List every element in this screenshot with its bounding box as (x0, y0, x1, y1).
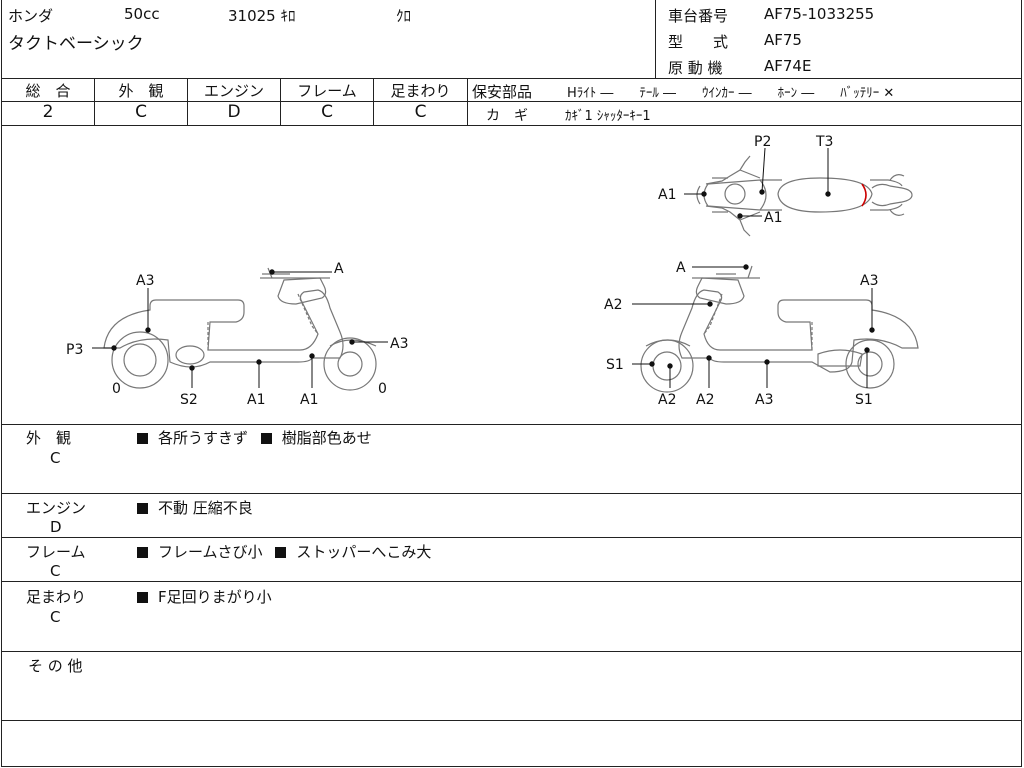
note: 各所うすきず (158, 429, 249, 447)
section-engine-notes: 不動 圧縮不良 (137, 497, 253, 518)
section-suspension-label: 足まわり (26, 588, 87, 606)
engine-value: AF74E (764, 57, 812, 75)
frame-no: AF75-1033255 (764, 5, 875, 23)
label-left-a: A (334, 261, 344, 277)
right-side-scooter (640, 265, 919, 393)
label-right-a2-top: A2 (604, 297, 622, 313)
key-value: ｶｷﾞ1 ｼｬｯﾀｰｷｰ1 (565, 109, 651, 124)
top-view-scooter (696, 155, 913, 237)
safety-label: 保安部品 (472, 83, 533, 101)
section-other-label: そ の 他 (28, 657, 83, 675)
grade-value-suspension: C (414, 102, 427, 122)
safety-items: Hﾗｲﾄ ― ﾃｰﾙ ― ｳｲﾝｶｰ ― ﾎｰﾝ ― ﾊﾞｯﾃﾘｰ ✕ (567, 86, 895, 101)
label-left-a3-right: A3 (390, 336, 408, 352)
damage-diagram: P2 T3 A1 A1 A3 A P3 A3 0 0 S2 A1 A1 A A3… (66, 134, 919, 408)
bullet-icon (137, 433, 148, 444)
key-label: カ ギ (486, 108, 528, 124)
label-left-a1-mid: A1 (247, 392, 265, 408)
note: フレームさび小 (158, 543, 263, 561)
color: ｸﾛ (396, 7, 412, 25)
section-exterior-label: 外 観 (26, 429, 72, 447)
section-suspension-grade: C (50, 608, 61, 626)
type-label: 型 式 (668, 33, 729, 51)
note: F足回りまがり小 (158, 588, 272, 606)
grade-label-suspension: 足まわり (390, 82, 451, 100)
section-frame-label: フレーム (26, 543, 86, 561)
label-top-p2: P2 (754, 134, 771, 150)
note: 不動 圧縮不良 (158, 499, 253, 517)
label-left-p3: P3 (66, 342, 83, 358)
label-left-a1-right: A1 (300, 392, 318, 408)
bullet-icon (137, 547, 148, 558)
label-right-s1-right: S1 (855, 392, 873, 408)
label-right-a2-bottom-mid: A2 (696, 392, 714, 408)
section-engine-grade: D (50, 518, 62, 536)
maker: ホンダ (8, 7, 54, 25)
bullet-icon (137, 503, 148, 514)
displacement: 50cc (124, 5, 160, 23)
label-left-0-left: 0 (112, 381, 121, 397)
section-frame-notes: フレームさび小 ストッパーへこみ大 (137, 541, 431, 562)
label-right-a3-bottom: A3 (755, 392, 773, 408)
label-right-a2-bottom-left: A2 (658, 392, 676, 408)
label-right-a: A (676, 260, 686, 276)
grade-label-exterior: 外 観 (118, 82, 164, 100)
grade-label-overall: 総 合 (25, 82, 71, 100)
type-value: AF75 (764, 31, 802, 49)
section-frame-grade: C (50, 562, 61, 580)
label-top-t3: T3 (815, 134, 833, 150)
mileage: 31025 ｷﾛ (228, 7, 296, 25)
label-left-s2: S2 (180, 392, 198, 408)
label-right-a3-top: A3 (860, 273, 878, 289)
label-left-a3-top: A3 (136, 273, 154, 289)
grade-label-frame: フレーム (297, 82, 357, 100)
section-suspension-notes: F足回りまがり小 (137, 586, 272, 607)
section-engine-label: エンジン (26, 499, 87, 517)
grade-label-engine: エンジン (203, 82, 264, 100)
grade-value-engine: D (227, 102, 241, 122)
bullet-icon (275, 547, 287, 558)
section-exterior-notes: 各所うすきず 樹脂部色あせ (137, 427, 372, 448)
grade-value-overall: 2 (42, 102, 54, 122)
section-exterior-grade: C (50, 449, 61, 467)
note: 樹脂部色あせ (281, 429, 372, 447)
label-left-0-right: 0 (378, 381, 387, 397)
label-right-s1-left: S1 (606, 357, 624, 373)
bullet-icon (260, 433, 272, 444)
grade-value-exterior: C (135, 102, 147, 122)
frame-no-label: 車台番号 (668, 7, 729, 25)
note: ストッパーへこみ大 (296, 543, 432, 561)
bullet-icon (137, 592, 148, 603)
label-top-a1-right: A1 (764, 210, 782, 226)
label-top-a1-left: A1 (658, 187, 676, 203)
engine-label: 原 動 機 (668, 59, 723, 77)
grade-value-frame: C (321, 102, 333, 122)
model-name: タクトベーシック (8, 34, 144, 54)
